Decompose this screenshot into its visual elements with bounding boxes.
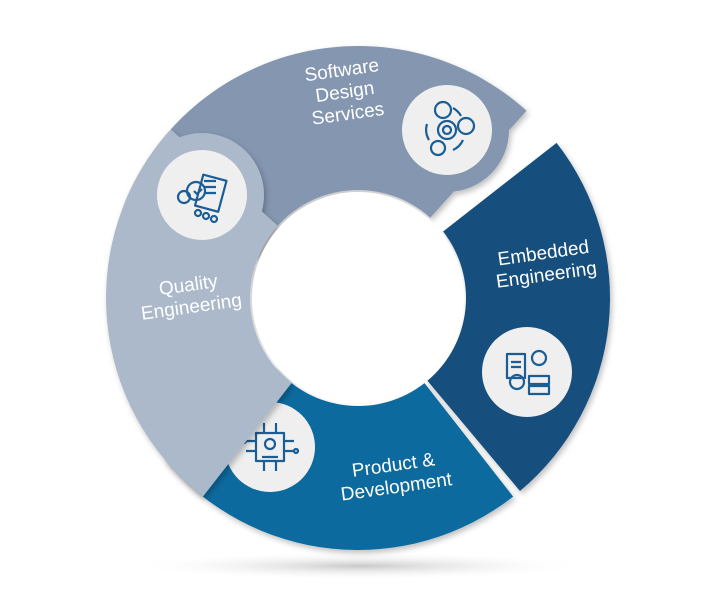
certificate-award-icon: [176, 173, 228, 224]
icon-badge: [157, 150, 247, 240]
document-gear-icon: [505, 349, 551, 396]
floor-shadow: [130, 552, 590, 580]
icon-badge: [402, 85, 492, 175]
gear-cycle-icon: [425, 100, 476, 157]
center-hole: [252, 192, 464, 404]
icon-badge: [482, 327, 572, 417]
